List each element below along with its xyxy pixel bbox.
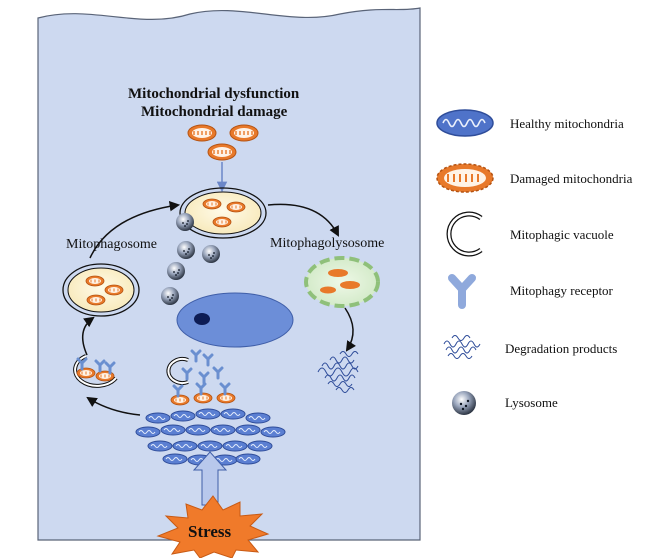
legend-label-degradation-products: Degradation products — [505, 341, 618, 356]
engulfing-vacuole-left — [73, 354, 118, 388]
label-mitophagolysosome: Mitophagolysosome — [270, 236, 385, 251]
title-line-2: Mitochondrial damage — [141, 104, 288, 120]
title-line-1: Mitochondrial dysfunction — [128, 86, 300, 102]
nucleolus — [194, 313, 210, 325]
legend-healthy-mitochondria-icon — [436, 109, 494, 137]
arrow-to-mitophagosome — [81, 316, 95, 356]
stress-arrow — [192, 451, 228, 506]
top-mitophagosome — [179, 187, 267, 239]
stress-burst — [156, 495, 270, 558]
legend-label-mitophagic-vacuole: Mitophagic vacuole — [510, 227, 614, 242]
arrow-from-mitochondria-pool — [86, 396, 141, 416]
label-mitophagosome: Mitophagosome — [66, 237, 157, 252]
legend-lysosome-icon — [452, 391, 476, 415]
legend-degradation-products-icon — [443, 335, 481, 359]
legend-label-damaged-mitochondria: Damaged mitochondria — [510, 171, 633, 186]
label-stress: Stress — [188, 522, 232, 541]
mitophagosome — [62, 263, 140, 317]
legend-mitophagy-receptor-icon — [448, 274, 476, 309]
mitophagolysosome — [304, 256, 380, 308]
legend-label-lysosome: Lysosome — [505, 395, 558, 410]
legend-damaged-mitochondria-icon — [436, 163, 494, 193]
degradation-products — [317, 351, 359, 393]
cell-membrane — [37, 7, 421, 541]
legend-label-healthy-mitochondria: Healthy mitochondria — [510, 116, 624, 131]
nucleus — [176, 292, 294, 348]
legend-label-mitophagy-receptor: Mitophagy receptor — [510, 283, 613, 298]
legend-mitophagic-vacuole-icon — [446, 211, 483, 257]
arrow-to-top-vesicle — [89, 201, 181, 259]
arrow-to-mitophagolysosome — [267, 203, 339, 237]
arrow-to-degradation — [344, 307, 356, 352]
engulfing-vacuole-center — [166, 349, 224, 385]
